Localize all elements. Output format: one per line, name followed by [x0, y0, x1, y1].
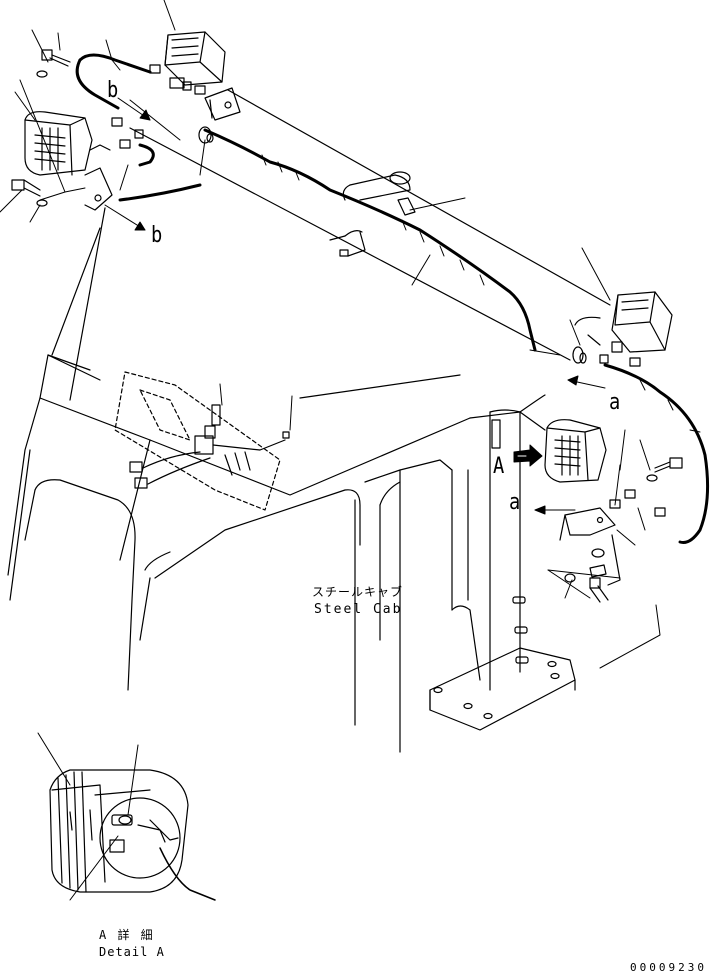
- work-lamp-top: [149, 31, 226, 95]
- bracket-left: [84, 117, 144, 211]
- work-lamp-right-upper: [599, 291, 673, 367]
- steel-cab-leaders: [354, 629, 401, 753]
- work-lamp-left: [24, 111, 93, 176]
- detail-a-label-japanese: A 詳 細: [99, 928, 155, 942]
- cab-frame: [7, 227, 576, 753]
- steel-cab-label-japanese: スチールキャブ: [312, 585, 404, 599]
- callout-b-left: b: [151, 223, 163, 248]
- document-number: 00009230: [630, 961, 707, 974]
- work-lamp-right-lower: [544, 419, 607, 483]
- steel-cab-label-english: Steel Cab: [314, 602, 403, 617]
- leader-lines: [0, 0, 661, 669]
- wire-harness: [75, 53, 710, 544]
- callout-arrows: [104, 97, 606, 515]
- callout-a-right-upper: a: [609, 390, 621, 415]
- bracket-right-lower: [559, 489, 666, 586]
- bracket-top: [204, 87, 241, 121]
- detail-a-label-english: Detail A: [99, 945, 165, 959]
- roof-harness-bar: [69, 89, 611, 401]
- bolts-and-washers: [11, 49, 683, 603]
- callout-a-right-lower: a: [509, 490, 521, 515]
- callout-view-a: A: [493, 454, 505, 479]
- detail-a-lamp: [49, 769, 216, 901]
- callout-b-top: b: [107, 78, 119, 103]
- harness-tape-marks: [261, 154, 701, 433]
- detail-a-leaders: [37, 732, 139, 901]
- connectors: [129, 126, 601, 489]
